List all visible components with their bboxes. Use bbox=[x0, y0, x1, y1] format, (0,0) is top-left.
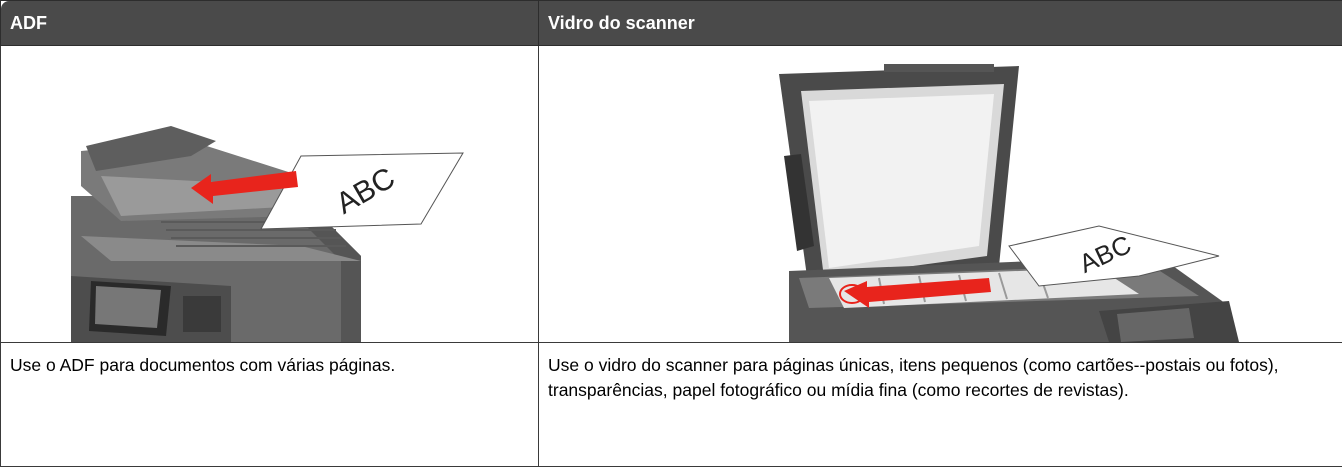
header-adf: ADF bbox=[1, 1, 539, 46]
illustration-row: ABC bbox=[1, 46, 1342, 343]
adf-description: Use o ADF para documentos com várias pág… bbox=[1, 343, 539, 467]
description-row: Use o ADF para documentos com várias pág… bbox=[1, 343, 1342, 467]
scanner-glass-illustration-cell: ABC bbox=[539, 46, 1342, 343]
header-row: ADF Vidro do scanner bbox=[1, 1, 1342, 46]
scanner-glass-illustration: ABC bbox=[539, 46, 1342, 342]
adf-printer-illustration: ABC bbox=[1, 46, 528, 342]
adf-illustration-cell: ABC bbox=[1, 46, 539, 343]
header-scanner-glass: Vidro do scanner bbox=[539, 1, 1342, 46]
scanner-glass-description: Use o vidro do scanner para páginas únic… bbox=[539, 343, 1342, 467]
